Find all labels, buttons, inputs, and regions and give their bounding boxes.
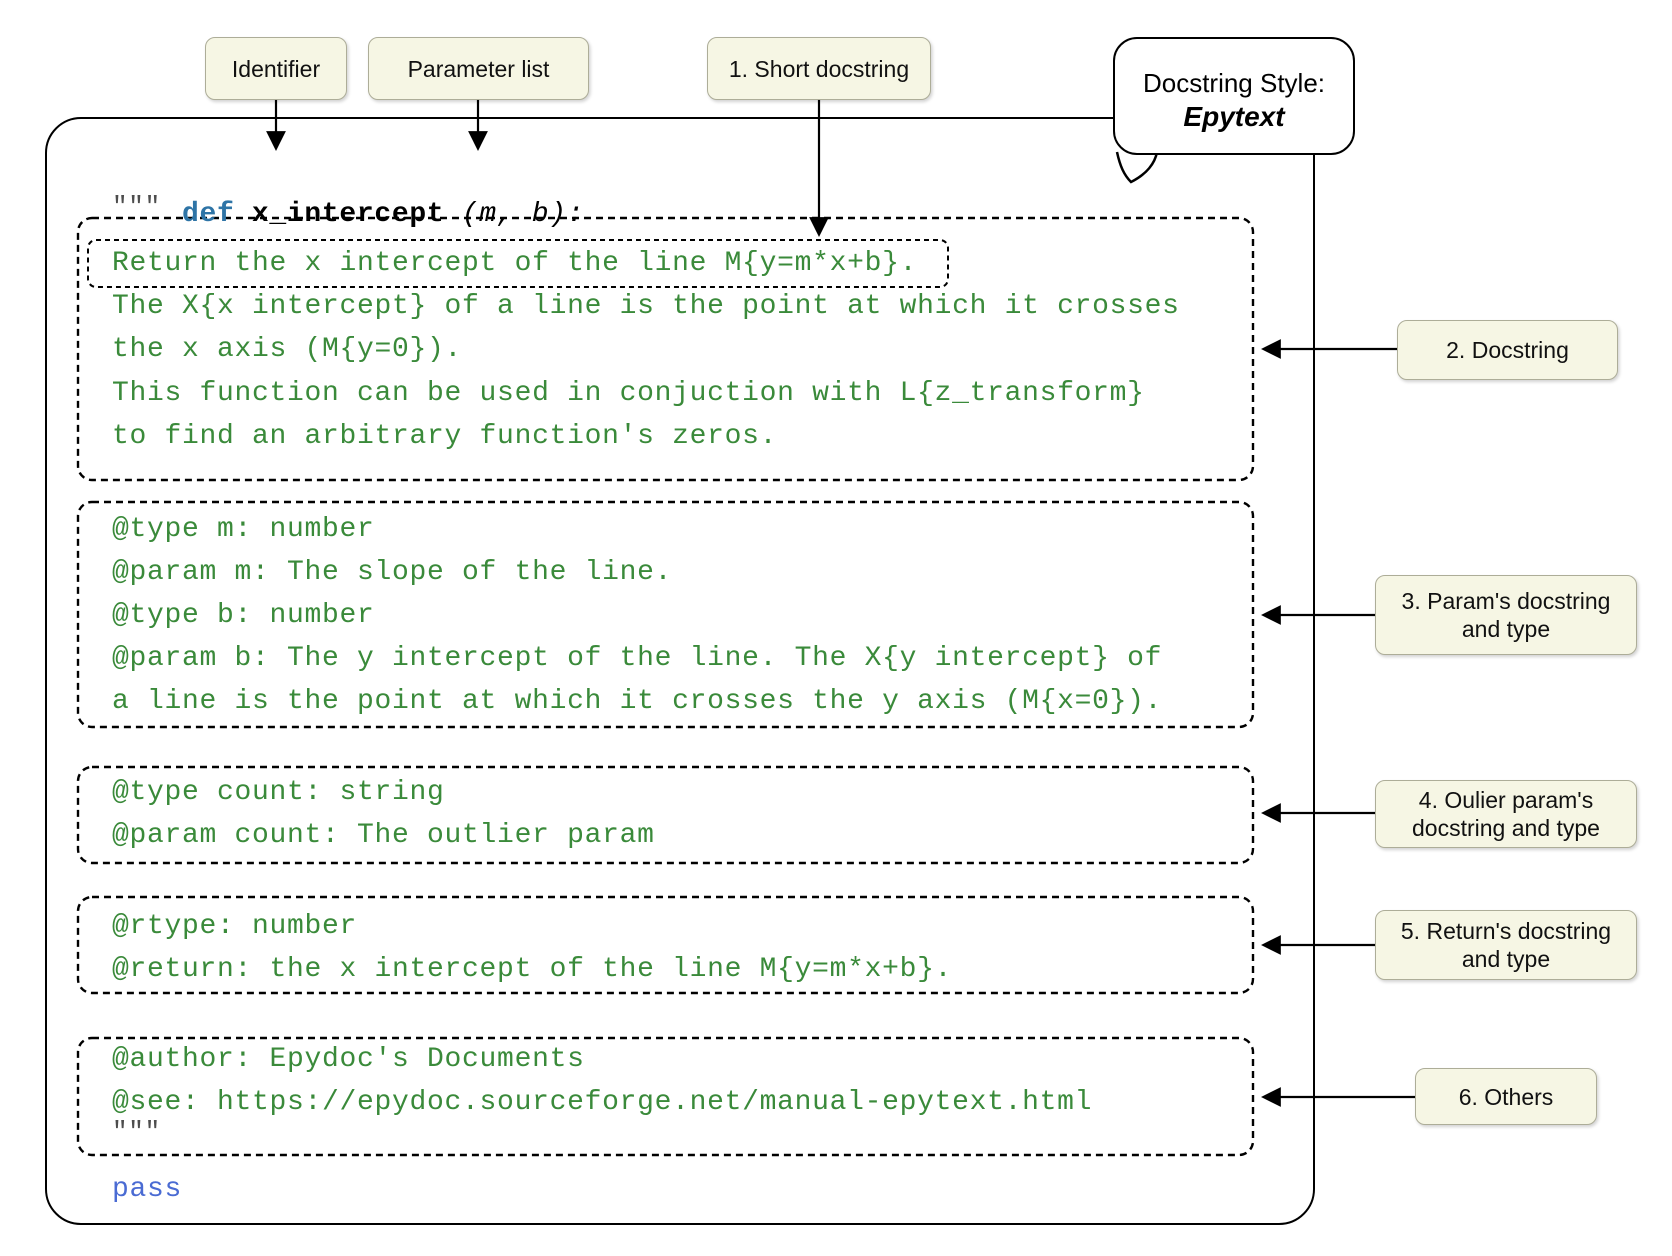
label-others: 6. Others xyxy=(1415,1068,1597,1125)
label-others-text: 6. Others xyxy=(1458,1083,1554,1110)
label-outlier-line1: 4. Oulier param's xyxy=(1418,787,1594,813)
short-docstring-line: Return the x intercept of the line M{y=m… xyxy=(112,248,918,279)
docstring-line: the x axis (M{y=0}). xyxy=(112,334,463,365)
docstring-style-callout: Docstring Style: Epytext xyxy=(1113,37,1355,155)
def-keyword: def xyxy=(182,199,235,230)
docstring-open-quotes: """ xyxy=(112,192,161,222)
return-doc-line: @return: the x intercept of the line M{y… xyxy=(112,954,953,985)
label-returns-line2: and type xyxy=(1461,946,1551,972)
others-doc-line: @see: https://epydoc.sourceforge.net/man… xyxy=(112,1087,1093,1118)
label-identifier-text: Identifier xyxy=(231,55,321,82)
docstring-close-quotes: """ xyxy=(112,1117,161,1147)
parameter-list-text: (m, b): xyxy=(461,199,585,230)
label-short-docstring-text: 1. Short docstring xyxy=(728,55,910,82)
label-params-line1: 3. Param's docstring xyxy=(1401,588,1611,614)
param-doc-line: a line is the point at which it crosses … xyxy=(112,686,1163,717)
return-doc-line: @rtype: number xyxy=(112,911,358,942)
code-line-pass: pass xyxy=(112,1174,183,1205)
function-name: x_intercept xyxy=(251,199,445,230)
callout-title: Docstring Style: xyxy=(1142,67,1326,98)
docstring-line: to find an arbitrary function's zeros. xyxy=(112,421,778,452)
label-params-line2: and type xyxy=(1461,616,1551,642)
label-docstring: 2. Docstring xyxy=(1397,320,1618,380)
label-parameter-list-text: Parameter list xyxy=(407,55,550,82)
code-line-def: def x_intercept (m, b): xyxy=(112,150,584,230)
label-outlier-line2: docstring and type xyxy=(1412,815,1600,841)
docstring-line: This function can be used in conjuction … xyxy=(112,378,1145,409)
outlier-doc-line: @type count: string xyxy=(112,777,445,808)
label-parameter-list: Parameter list xyxy=(368,37,589,100)
label-short-docstring: 1. Short docstring xyxy=(707,37,931,100)
label-outlier-docstring: 4. Oulier param's docstring and type xyxy=(1375,780,1637,848)
param-doc-line: @type m: number xyxy=(112,514,375,545)
outlier-doc-line: @param count: The outlier param xyxy=(112,820,655,851)
label-returns-docstring: 5. Return's docstring and type xyxy=(1375,910,1637,980)
others-doc-line: @author: Epydoc's Documents xyxy=(112,1044,585,1075)
param-doc-line: @type b: number xyxy=(112,600,375,631)
param-doc-line: @param b: The y intercept of the line. T… xyxy=(112,643,1163,674)
label-identifier: Identifier xyxy=(205,37,347,100)
callout-style-name: Epytext xyxy=(1183,100,1285,132)
label-docstring-text: 2. Docstring xyxy=(1446,337,1569,363)
label-returns-line1: 5. Return's docstring xyxy=(1400,918,1612,944)
param-doc-line: @param m: The slope of the line. xyxy=(112,557,673,588)
docstring-line: The X{x intercept} of a line is the poin… xyxy=(112,291,1180,322)
label-params-docstring: 3. Param's docstring and type xyxy=(1375,575,1637,655)
